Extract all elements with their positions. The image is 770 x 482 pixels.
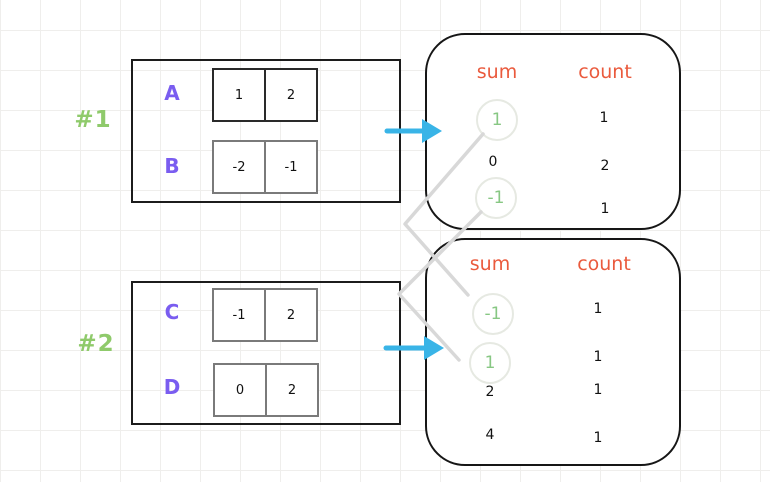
result2-row3-count: 1 xyxy=(593,430,603,446)
result2-row2-count: 1 xyxy=(593,382,603,398)
array-a-cell-1: 2 xyxy=(266,68,318,122)
array-b-label: B xyxy=(164,154,180,178)
array-a-label: A xyxy=(164,81,180,105)
array-c-cell-1: 2 xyxy=(266,288,318,342)
array-c-cells: -1 2 xyxy=(212,288,318,342)
array-d-cells: 0 2 xyxy=(213,363,319,417)
result2-row3-sum: 4 xyxy=(485,427,495,443)
array-c-cell-0: -1 xyxy=(212,288,266,342)
result1-row0-sum-highlighted: 1 xyxy=(476,99,518,141)
array-c-label: C xyxy=(164,300,180,324)
result2-row0-sum-highlighted: -1 xyxy=(472,293,514,335)
result1-row2-sum-highlighted: -1 xyxy=(475,177,517,219)
result2-row1-sum: 1 xyxy=(484,353,496,373)
array-d-cell-1: 2 xyxy=(267,363,319,417)
result2-row0-sum: -1 xyxy=(484,304,502,324)
result2-count-header: count xyxy=(577,253,631,275)
group2-label: #2 xyxy=(77,331,115,357)
array-b-cells: -2 -1 xyxy=(212,140,318,194)
result-box-2 xyxy=(425,238,681,466)
result2-row2-sum: 2 xyxy=(485,384,495,400)
result1-row2-sum: -1 xyxy=(487,188,505,208)
result-box-1 xyxy=(425,33,681,230)
array-a-cell-0: 1 xyxy=(212,68,266,122)
group1-label: #1 xyxy=(74,107,112,133)
result1-count-header: count xyxy=(578,61,632,83)
array-b-cell-0: -2 xyxy=(212,140,266,194)
result2-sum-header: sum xyxy=(469,253,511,275)
result2-row1-count: 1 xyxy=(593,349,603,365)
array-b-cell-1: -1 xyxy=(266,140,318,194)
result2-row1-sum-highlighted: 1 xyxy=(469,342,511,384)
result1-sum-header: sum xyxy=(476,61,518,83)
array-a-cells: 1 2 xyxy=(212,68,318,122)
result1-row2-count: 1 xyxy=(600,201,610,217)
array-d-cell-0: 0 xyxy=(213,363,267,417)
result1-row0-count: 1 xyxy=(599,110,609,126)
result1-row1-sum: 0 xyxy=(488,154,498,170)
result2-row0-count: 1 xyxy=(593,301,603,317)
result1-row0-sum: 1 xyxy=(491,110,503,130)
array-d-label: D xyxy=(163,375,181,399)
result1-row1-count: 2 xyxy=(600,158,610,174)
